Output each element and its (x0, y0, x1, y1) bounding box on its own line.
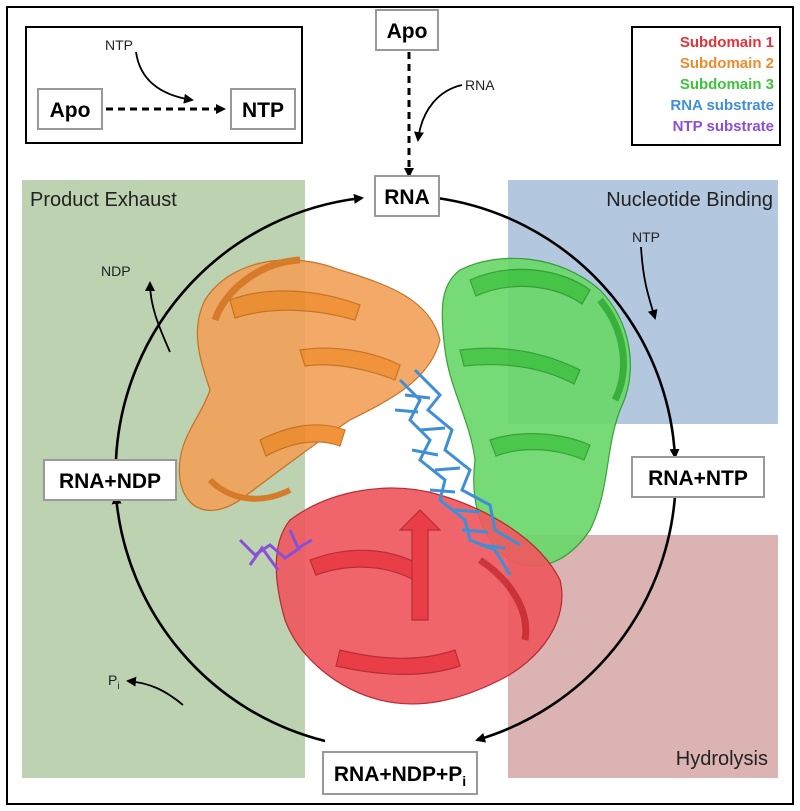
inset-apo-box (37, 88, 103, 130)
legend-item: Subdomain 1 (680, 34, 774, 51)
arrow-rna-ndp-pi-to-rna-ndp (111, 494, 326, 743)
subdomain-1-ribbon (275, 487, 563, 705)
legend: Subdomain 1 Subdomain 2 Subdomain 3 RNA sub… (670, 34, 774, 135)
pi-exit-label: Pi (108, 672, 120, 692)
inset-ntp-box (230, 88, 296, 130)
subdomain-3-ribbon (441, 257, 631, 567)
legend-item: RNA substrate (670, 97, 774, 114)
rna-substrate-sticks (394, 368, 521, 576)
state-apo-label: Apo (387, 20, 428, 43)
ntp-entry-label: NTP (632, 229, 660, 245)
state-rna-label: RNA (384, 186, 430, 209)
state-rna-box (374, 175, 440, 217)
rna-entry-label: RNA (465, 77, 495, 93)
state-rna-ndp-box (43, 459, 177, 501)
state-rna-ndp-pi-label: RNA+NDP+Pi (334, 763, 466, 789)
hydrolysis-label: Hydrolysis (676, 748, 768, 770)
legend-item: Subdomain 2 (680, 55, 774, 72)
inset-ntp-entry-arrow (135, 51, 194, 104)
nucleotide-binding-label: Nucleotide Binding (606, 189, 773, 211)
arrow-rna-to-rna-ntp (436, 196, 680, 459)
legend-item: NTP substrate (673, 118, 774, 135)
protein-structure-illustration (178, 256, 631, 705)
reaction-cycle (111, 193, 680, 743)
inset-ntp-entry-label: NTP (105, 37, 133, 53)
rna-entry-arrow (414, 84, 463, 142)
ndp-exit-label: NDP (101, 263, 131, 279)
state-rna-ndp-pi-box (322, 751, 478, 795)
state-rna-ntp-label: RNA+NTP (648, 467, 748, 490)
arrow-rna-ndp-to-rna (114, 193, 364, 460)
arrow-rna-ntp-to-rna-ndp-pi (475, 495, 677, 743)
ntp-entry-arrow (640, 246, 658, 320)
ndp-exit-arrow (145, 281, 171, 353)
inset-ntp-label: NTP (242, 99, 284, 122)
state-apo-box (375, 9, 439, 51)
state-rna-ndp-label: RNA+NDP (59, 470, 161, 493)
outer-frame (6, 6, 794, 805)
ntp-substrate-sticks (238, 529, 313, 571)
legend-item: Subdomain 3 (680, 76, 774, 93)
legend-box (631, 26, 781, 146)
side-arrows (126, 84, 658, 706)
state-rna-ntp-box (631, 456, 765, 498)
inset-apo-label: Apo (50, 99, 91, 122)
product-exhaust-label: Product Exhaust (30, 189, 177, 211)
pi-exit-arrow (126, 676, 184, 706)
subdomain-2-ribbon (178, 256, 441, 511)
